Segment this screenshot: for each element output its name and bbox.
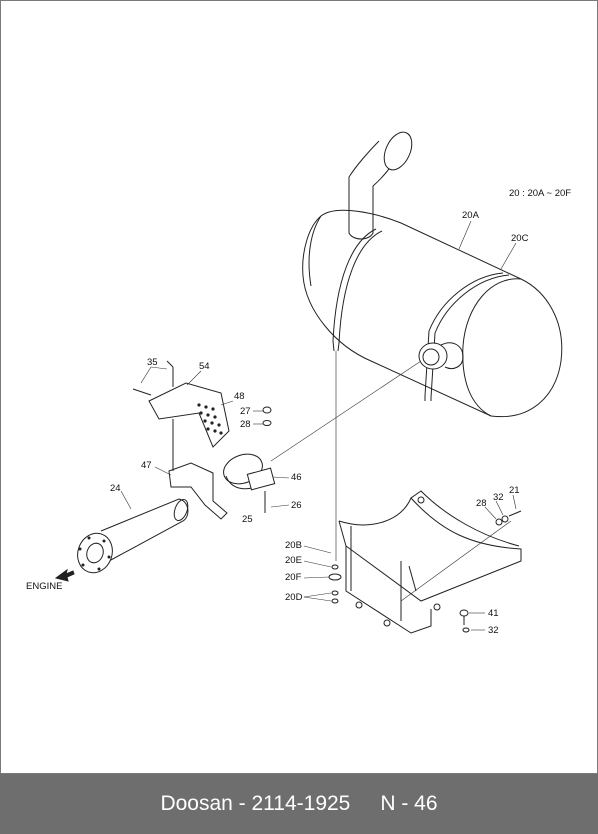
label-20B: 20B (285, 540, 302, 551)
label-20C: 20C (511, 233, 529, 244)
label-35: 35 (147, 357, 158, 368)
label-32: 32 (493, 492, 504, 503)
label-54: 54 (199, 361, 210, 372)
label-46: 46 (291, 472, 302, 483)
plate-bracket (132, 367, 230, 448)
legend-text: 20 : 20A ~ 20F (509, 188, 571, 199)
label-41: 41 (488, 608, 499, 619)
label-20A: 20A (462, 210, 480, 221)
label-32-lower: 32 (488, 625, 499, 636)
support-bracket (168, 419, 228, 520)
engine-label: ENGINE (26, 581, 62, 592)
label-25: 25 (242, 514, 253, 525)
label-47: 47 (141, 460, 152, 471)
label-28-right: 28 (476, 498, 487, 509)
label-26: 26 (291, 500, 302, 511)
clamp (223, 453, 276, 513)
label-20F: 20F (285, 572, 302, 583)
muffler-bracket (338, 490, 522, 634)
page-reference: N - 46 (380, 792, 438, 815)
leader-lines (120, 220, 517, 631)
label-20E: 20E (285, 555, 302, 566)
exhaust-pipe (77, 498, 189, 574)
label-21: 21 (509, 485, 520, 496)
label-48: 48 (234, 391, 245, 402)
footer-bar: Doosan - 2114-1925 N - 46 (0, 774, 598, 834)
label-20D: 20D (285, 592, 303, 603)
label-28: 28 (240, 419, 251, 430)
muffler (302, 131, 563, 418)
engine-arrow (54, 568, 75, 582)
exhaust-parts-diagram: 20 : 20A ~ 20F 20A 20C 35 54 48 27 28 47… (26, 131, 571, 636)
part-reference: Doosan - 2114-1925 (160, 792, 351, 815)
label-24: 24 (110, 483, 121, 494)
diagram-frame: 20 : 20A ~ 20F 20A 20C 35 54 48 27 28 47… (0, 0, 598, 774)
label-27: 27 (240, 406, 251, 417)
